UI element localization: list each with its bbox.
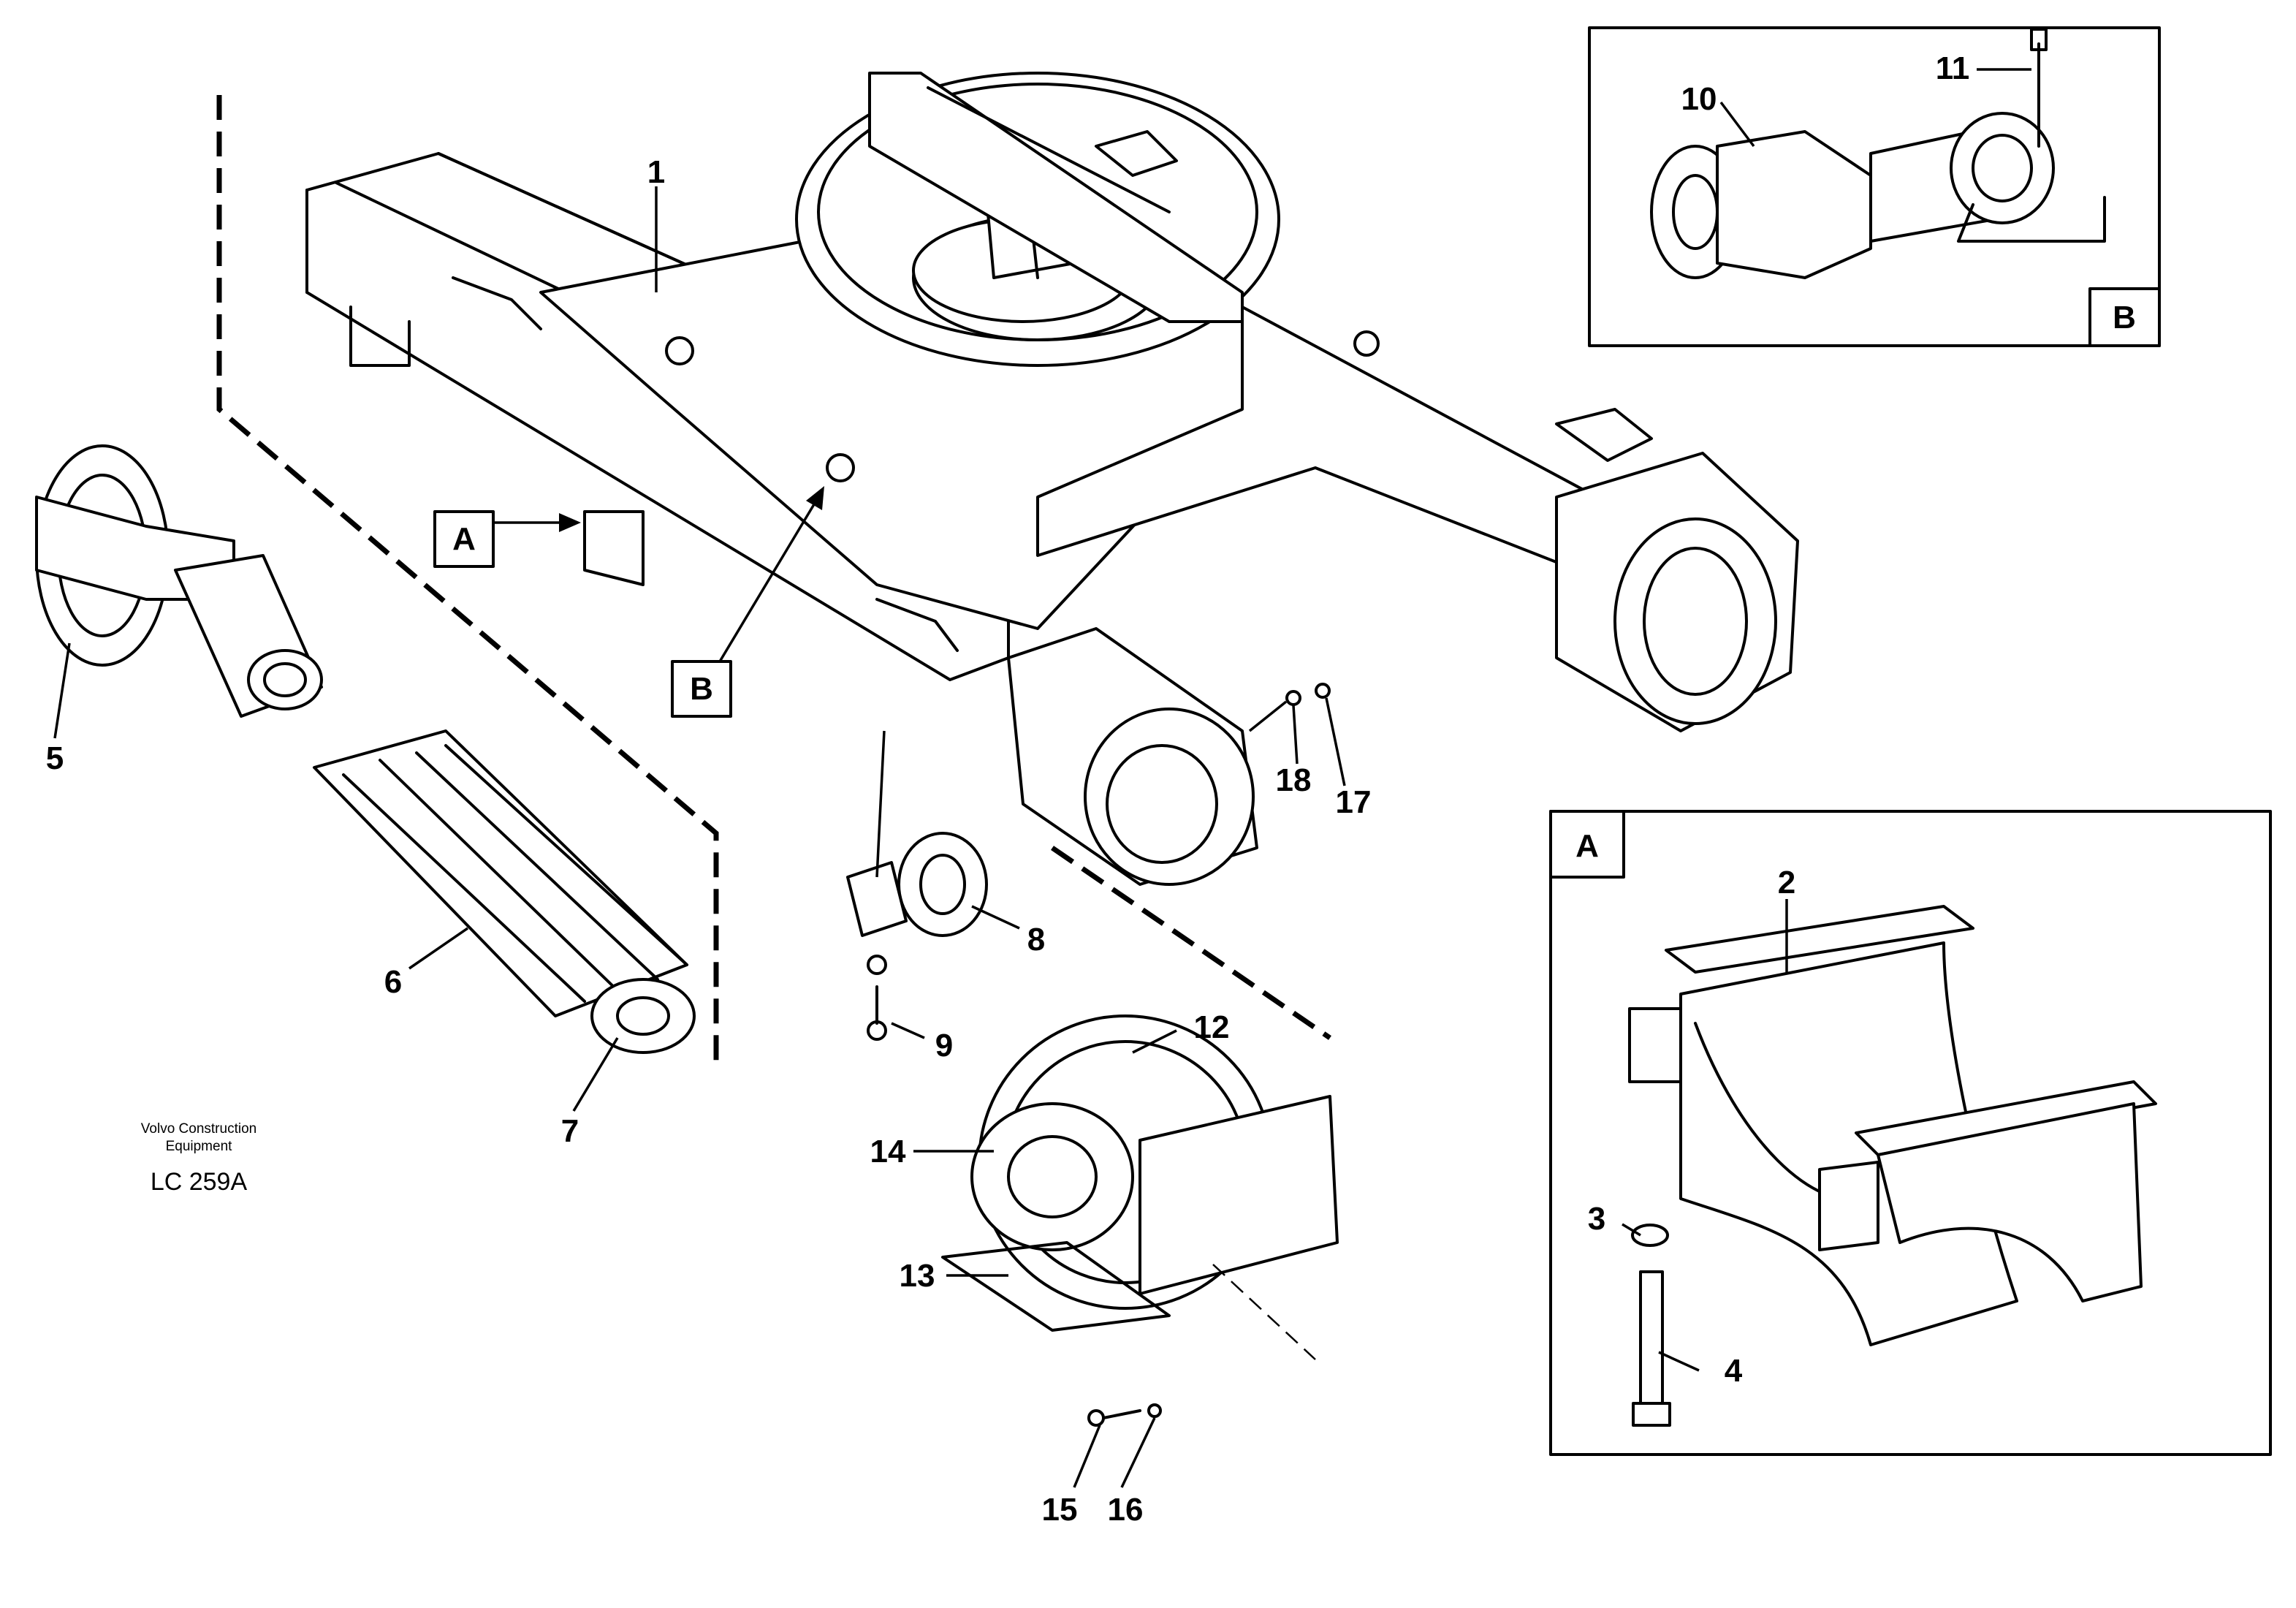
callout-11: 11 [1936, 50, 1970, 86]
view-indicator-a: A [433, 510, 581, 568]
section-outline-left [216, 95, 719, 1067]
callout-numbers: 1 2 3 4 5 6 7 8 9 10 11 12 13 14 15 16 1… [46, 50, 1970, 1528]
callout-17: 17 [1336, 784, 1372, 820]
section-outline-lower [1051, 846, 1331, 1040]
view-b-label: B [2113, 300, 2136, 335]
callout-4: 4 [1725, 1353, 1743, 1389]
callout-8: 8 [1027, 922, 1045, 957]
view-a-label: A [1575, 828, 1599, 864]
callout-13: 13 [900, 1258, 935, 1294]
callout-14: 14 [870, 1134, 906, 1169]
callout-2: 2 [1778, 865, 1795, 900]
svg-text:B: B [690, 671, 713, 707]
callout-10: 10 [1681, 81, 1717, 117]
callout-7: 7 [561, 1113, 579, 1149]
view-indicator-b: B [671, 486, 824, 718]
caption-line-1: Volvo Construction [141, 1121, 256, 1137]
inset-view-a: A [1549, 810, 2272, 1456]
track-roller [846, 730, 988, 1041]
callout-16: 16 [1108, 1492, 1144, 1528]
callout-18: 18 [1276, 762, 1312, 798]
drawing-caption: Volvo Construction Equipment LC 259A [141, 1121, 256, 1196]
bolt-washer-17-18 [1248, 683, 1331, 732]
idler-wheel-assembly [35, 444, 323, 718]
sprocket-assembly [941, 1015, 1339, 1427]
callout-6: 6 [384, 964, 402, 1000]
undercarriage-frame [305, 72, 1799, 886]
callout-12: 12 [1194, 1009, 1230, 1045]
callout-15: 15 [1042, 1492, 1078, 1528]
callout-1: 1 [647, 154, 665, 190]
inset-view-b: B [1588, 26, 2161, 347]
callout-5: 5 [46, 740, 64, 776]
callout-3: 3 [1588, 1201, 1605, 1237]
callout-leaders [53, 68, 2031, 1488]
drawing-code: LC 259A [151, 1168, 248, 1196]
caption-line-2: Equipment [166, 1139, 233, 1154]
callout-9: 9 [935, 1028, 953, 1063]
recoil-spring [313, 729, 696, 1054]
svg-text:A: A [452, 521, 476, 557]
